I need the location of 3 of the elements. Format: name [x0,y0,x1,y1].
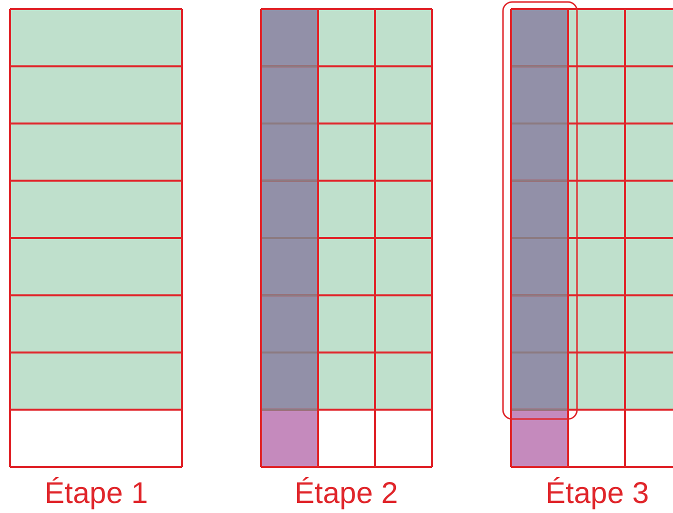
step-label: Étape 2 [294,476,398,512]
step-label: Étape 1 [44,476,148,512]
step-label: Étape 3 [546,476,649,512]
